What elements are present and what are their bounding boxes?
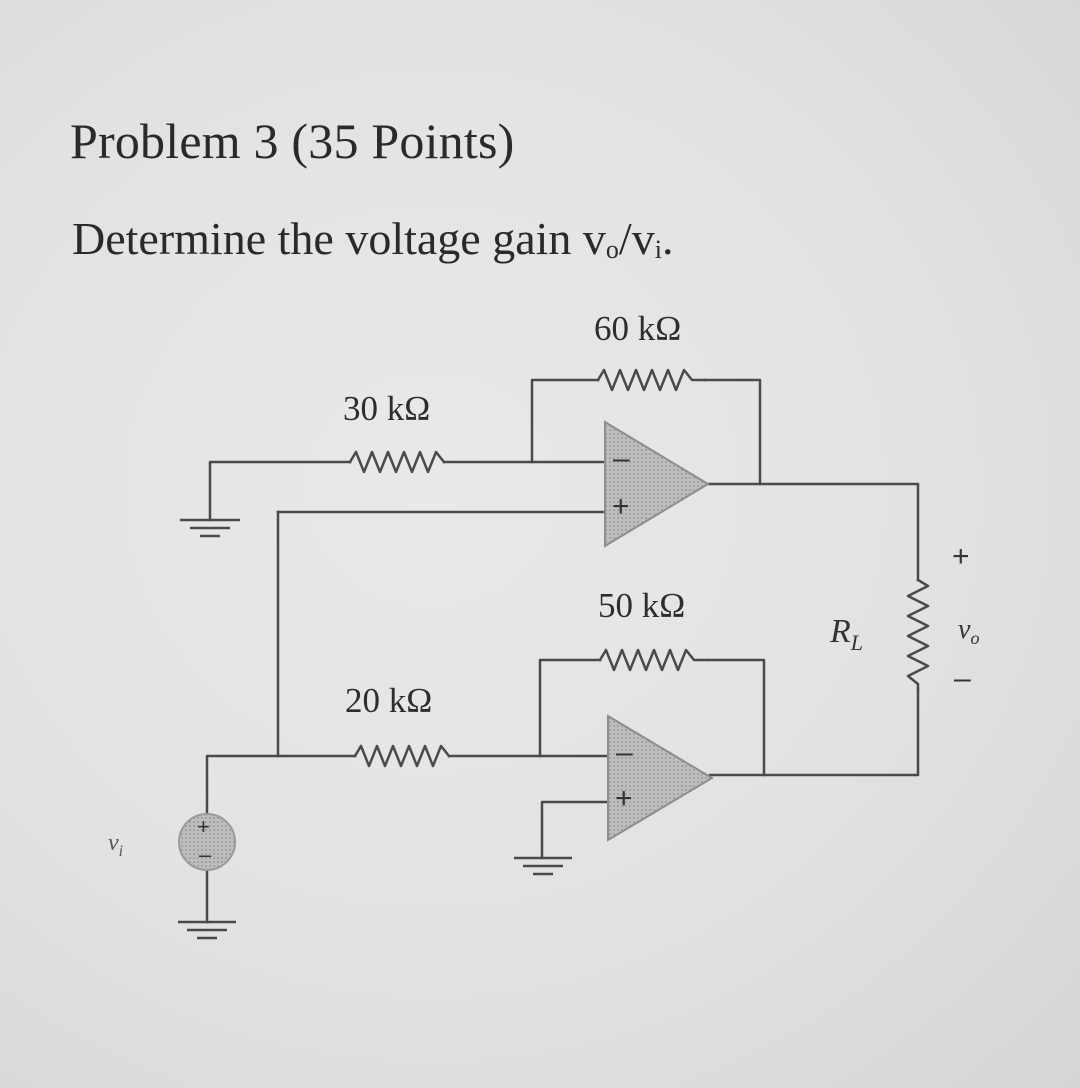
wire-fb-bottom-right [706, 658, 766, 777]
source-minus-sign: – [199, 842, 212, 867]
label-vo: vo [958, 614, 979, 648]
opamp-top [604, 420, 710, 548]
wire-top-output-to-rl [703, 482, 920, 582]
ground-symbol-bottom [514, 856, 572, 876]
label-vo-main: v [958, 614, 971, 645]
statement-end: . [661, 213, 674, 264]
label-50k: 50 kΩ [598, 586, 685, 625]
opamp-bottom-noninv-sign: + [615, 782, 633, 815]
label-20k: 20 kΩ [345, 681, 432, 720]
wire-source-to-20k [205, 754, 357, 817]
statement-sub-i: i [654, 235, 662, 264]
wire-noninv-bottom [540, 800, 610, 860]
statement-slash: /v [618, 213, 655, 264]
label-rl-sub: L [850, 630, 863, 655]
wire-fb-top-left [530, 378, 600, 464]
opamp-bottom [607, 714, 714, 842]
resistor-50k [598, 648, 710, 672]
resistor-60k [596, 368, 707, 392]
output-minus-sign: – [954, 662, 971, 695]
label-30k: 30 kΩ [343, 389, 430, 428]
resistor-20k [353, 744, 451, 768]
statement-prefix: Determine the voltage gain v [72, 213, 606, 264]
label-vi: vi [108, 830, 123, 860]
label-rl: RL [829, 613, 863, 655]
opamp-top-noninv-sign: + [612, 490, 630, 523]
problem-title: Problem 3 (35 Points) [70, 113, 515, 169]
wire-bottom-output-to-rl [708, 688, 920, 777]
label-vi-main: v [108, 830, 119, 856]
wire-fb-top-right [703, 378, 762, 486]
resistor-30k [348, 450, 446, 474]
wire-fb-bottom-left [538, 658, 602, 758]
wire-top-ground-to-30k [208, 460, 352, 522]
resistor-rl [906, 578, 930, 692]
source-plus-sign: + [197, 814, 210, 839]
ground-symbol-top [180, 518, 240, 538]
label-vi-sub: i [119, 843, 123, 860]
label-rl-main: R [829, 613, 851, 650]
statement-sub-o: o [605, 235, 619, 264]
opamp-bottom-inv-sign: – [616, 736, 633, 769]
ground-symbol-source [178, 920, 236, 940]
opamp-top-inv-sign: – [613, 442, 630, 475]
problem-statement: Determine the voltage gain vo/vi. [72, 212, 673, 265]
label-60k: 60 kΩ [594, 309, 681, 348]
output-plus-sign: + [952, 540, 970, 573]
voltage-source [178, 813, 236, 871]
label-vo-sub: o [970, 628, 979, 648]
